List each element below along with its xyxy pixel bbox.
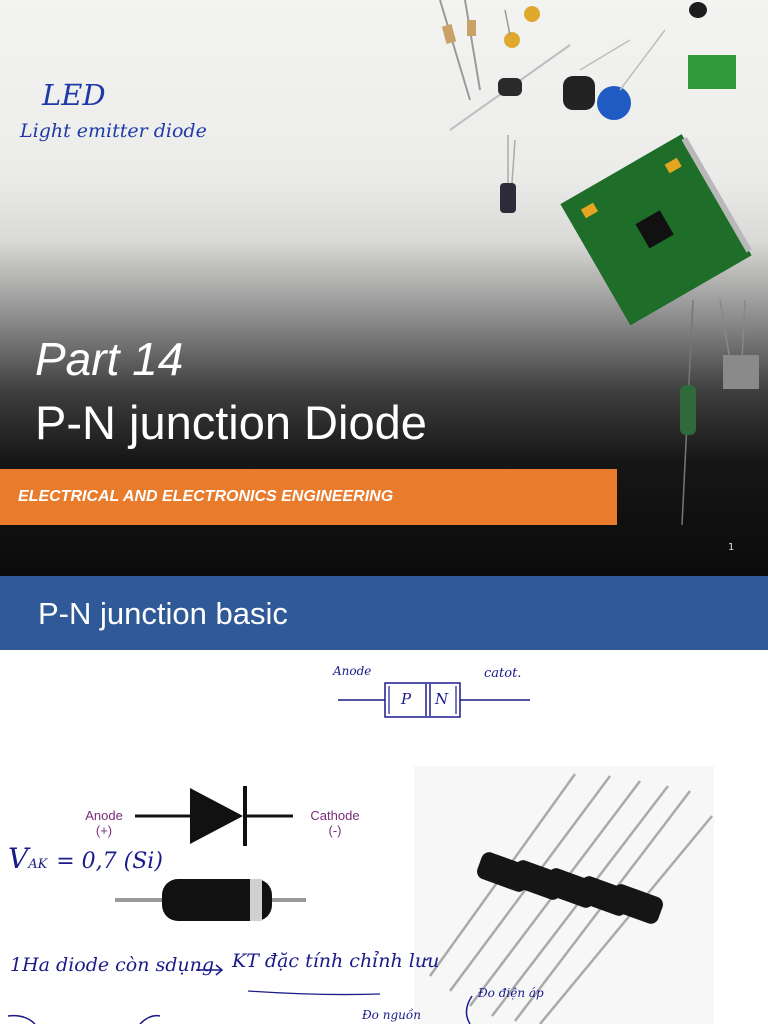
part-number: Part 14 xyxy=(35,333,184,385)
anode-text: Anode xyxy=(85,808,123,823)
handwritten-led-note: LED xyxy=(42,78,106,112)
anode-label: Anode (+) xyxy=(74,808,134,838)
cathode-sign: (-) xyxy=(328,823,342,838)
subject-banner-text: ELECTRICAL AND ELECTRONICS ENGINEERING xyxy=(18,488,394,505)
side-note-source: Đo nguồn xyxy=(362,1008,421,1022)
handwritten-led-definition: Light emitter diode xyxy=(20,120,207,142)
sketch-anode-label: Anode xyxy=(333,664,372,678)
vak-value: = 0,7 (Si) xyxy=(56,849,163,874)
electronic-components-photo xyxy=(439,0,759,526)
diode-symbol xyxy=(135,786,293,846)
title-slide: LED Light emitter diode Part 14 P-N junc… xyxy=(0,0,768,576)
vak-symbol: V xyxy=(8,842,29,875)
slide-header-title: P-N junction basic xyxy=(38,596,288,631)
usage-note: 1Ha diode còn sdụng xyxy=(10,954,215,976)
slide-title: P-N junction Diode xyxy=(35,396,427,449)
pn-sketch-drawing xyxy=(338,682,530,718)
slide-number: 1 xyxy=(728,542,735,553)
cathode-label: Cathode (-) xyxy=(300,808,370,838)
sketch-p-region: P xyxy=(401,690,412,708)
side-note-voltage: Đo điện áp xyxy=(478,986,544,1000)
anode-sign: (+) xyxy=(95,823,113,838)
sketch-cathode-label: catot. xyxy=(484,666,522,681)
vak-note: VAK = 0,7 (Si) xyxy=(8,842,163,875)
slide-header: P-N junction basic xyxy=(0,576,768,650)
characteristic-note: KT đặc tính chỉnh lưu xyxy=(232,950,440,972)
subject-banner: ELECTRICAL AND ELECTRONICS ENGINEERING xyxy=(0,469,617,525)
content-slide: P-N junction basic Anode catot. P N Anod… xyxy=(0,576,768,1024)
sketch-n-region: N xyxy=(435,690,449,708)
physical-diode-drawing xyxy=(115,879,306,921)
vak-subscript: AK xyxy=(28,857,48,872)
cathode-text: Cathode xyxy=(310,808,360,823)
arrow-stroke xyxy=(7,964,473,1024)
diode-photo xyxy=(414,766,714,1024)
